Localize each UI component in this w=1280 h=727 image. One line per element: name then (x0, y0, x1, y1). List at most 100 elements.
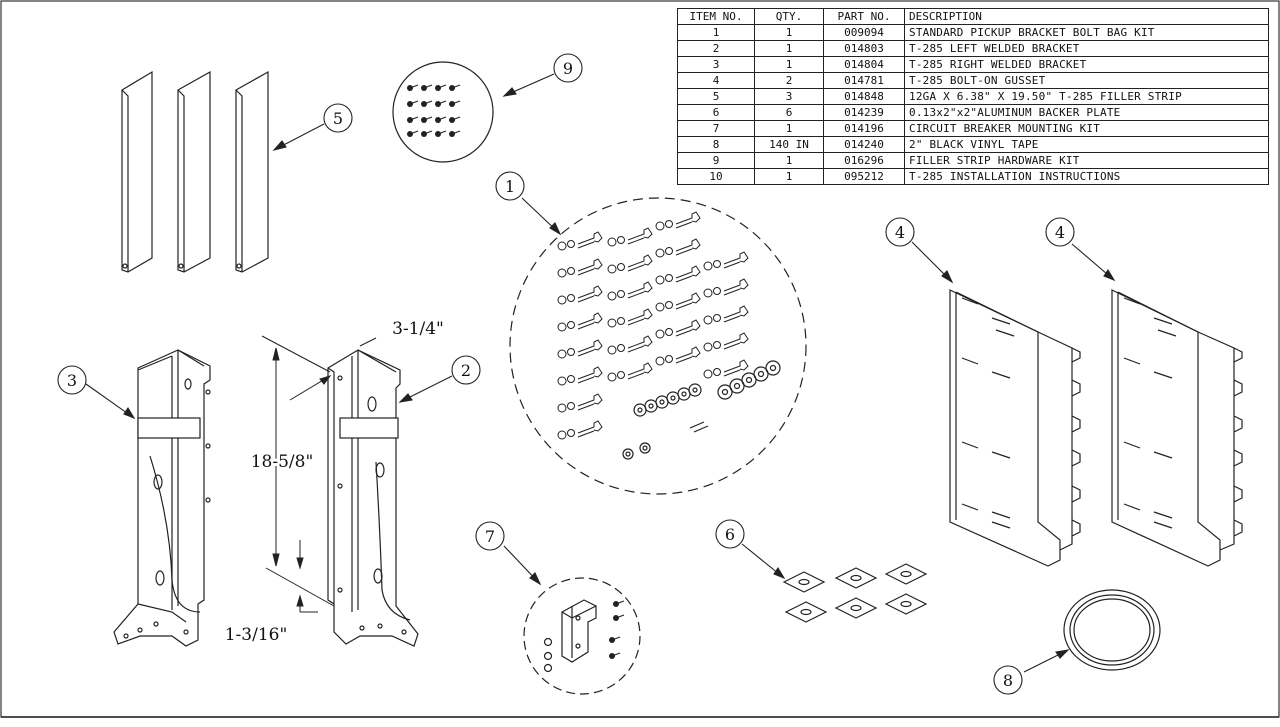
lock-washer (567, 240, 575, 248)
washers (622, 360, 781, 460)
dimension-offset: 1-3/16" (225, 625, 288, 645)
balloon-8-label: 8 (1003, 671, 1013, 690)
nut (607, 372, 617, 382)
balloon-1-label: 1 (505, 177, 515, 196)
bom-description: 0.13x2"x2"ALUMINUM BACKER PLATE (904, 104, 1269, 121)
lock-washer (617, 236, 625, 244)
bom-part-no: 014803 (823, 40, 905, 57)
bolt (577, 420, 603, 438)
nut (655, 221, 665, 231)
bolt (627, 335, 653, 353)
bom-item-no: 9 (677, 152, 755, 169)
bom-part-no: 014196 (823, 120, 905, 137)
backer-plate (834, 567, 878, 589)
lock-washer (713, 314, 721, 322)
bom-item-no: 1 (677, 24, 755, 41)
nut (703, 369, 713, 379)
bom-qty: 1 (754, 56, 824, 73)
bom-description: T-285 RIGHT WELDED BRACKET (904, 56, 1269, 73)
nut (557, 349, 567, 359)
lock-washer (713, 341, 721, 349)
dimension-height: 18-5/8" (251, 452, 314, 472)
bom-description: FILLER STRIP HARDWARE KIT (904, 152, 1269, 169)
bom-item-no: 2 (677, 40, 755, 57)
bolt (577, 258, 603, 276)
right-welded-bracket-part-3 (113, 349, 211, 647)
nut (655, 356, 665, 366)
bolt (675, 346, 701, 364)
bom-item-no: 5 (677, 88, 755, 105)
bom-item-no: 10 (677, 168, 755, 185)
bom-description: 2" BLACK VINYL TAPE (904, 136, 1269, 153)
bolt (577, 339, 603, 357)
leader-lines (85, 73, 1116, 673)
lock-washer (567, 294, 575, 302)
bom-part-no: 014848 (823, 88, 905, 105)
balloon-4-left: 4 (885, 217, 915, 247)
lock-washer (567, 375, 575, 383)
nut (703, 288, 713, 298)
bolt (577, 366, 603, 384)
lock-washer (617, 317, 625, 325)
bolt (627, 308, 653, 326)
balloon-7: 7 (475, 521, 505, 551)
bolt (577, 285, 603, 303)
balloon-5-label: 5 (333, 109, 343, 128)
lock-washer (665, 301, 673, 309)
lock-washer (713, 287, 721, 295)
bom-qty: 1 (754, 152, 824, 169)
bom-qty: 3 (754, 88, 824, 105)
bom-description: T-285 BOLT-ON GUSSET (904, 72, 1269, 89)
balloon-5: 5 (323, 103, 353, 133)
bom-description: T-285 LEFT WELDED BRACKET (904, 40, 1269, 57)
lock-washer (665, 247, 673, 255)
bolt (675, 265, 701, 283)
nut (703, 261, 713, 271)
bolt (675, 238, 701, 256)
bom-item-no: 3 (677, 56, 755, 73)
nut (607, 318, 617, 328)
balloon-9-label: 9 (563, 59, 573, 78)
vinyl-tape-part-8 (1063, 589, 1161, 671)
lock-washer (617, 344, 625, 352)
nut (557, 430, 567, 440)
nut (607, 237, 617, 247)
lock-washer (713, 260, 721, 268)
nut (655, 275, 665, 285)
balloon-9: 9 (553, 53, 583, 83)
bom-qty: 1 (754, 120, 824, 137)
nut (607, 264, 617, 274)
bolt (577, 393, 603, 411)
filler-strip-part-5 (121, 70, 269, 273)
balloon-6: 6 (715, 519, 745, 549)
dimension-width: 3-1/4" (392, 319, 444, 339)
lock-washer (665, 220, 673, 228)
bom-part-no: 014240 (823, 136, 905, 153)
bom-header-part: PART NO. (823, 8, 905, 25)
bolt (675, 319, 701, 337)
bom-description: CIRCUIT BREAKER MOUNTING KIT (904, 120, 1269, 137)
bom-part-no: 014781 (823, 72, 905, 89)
bom-qty: 1 (754, 168, 824, 185)
balloon-4-right-label: 4 (1055, 223, 1065, 242)
bolt (627, 254, 653, 272)
plate-hole (800, 608, 812, 616)
lock-washer (617, 371, 625, 379)
bom-qty: 1 (754, 24, 824, 41)
bolt (723, 305, 749, 323)
backer-plate (784, 601, 828, 623)
balloon-2-label: 2 (461, 361, 471, 380)
balloon-7-label: 7 (485, 527, 495, 546)
bom-qty: 2 (754, 72, 824, 89)
nut (607, 291, 617, 301)
balloon-3: 3 (57, 365, 87, 395)
nut (557, 322, 567, 332)
balloon-6-label: 6 (725, 525, 735, 544)
bolt (723, 251, 749, 269)
lock-washer (713, 368, 721, 376)
